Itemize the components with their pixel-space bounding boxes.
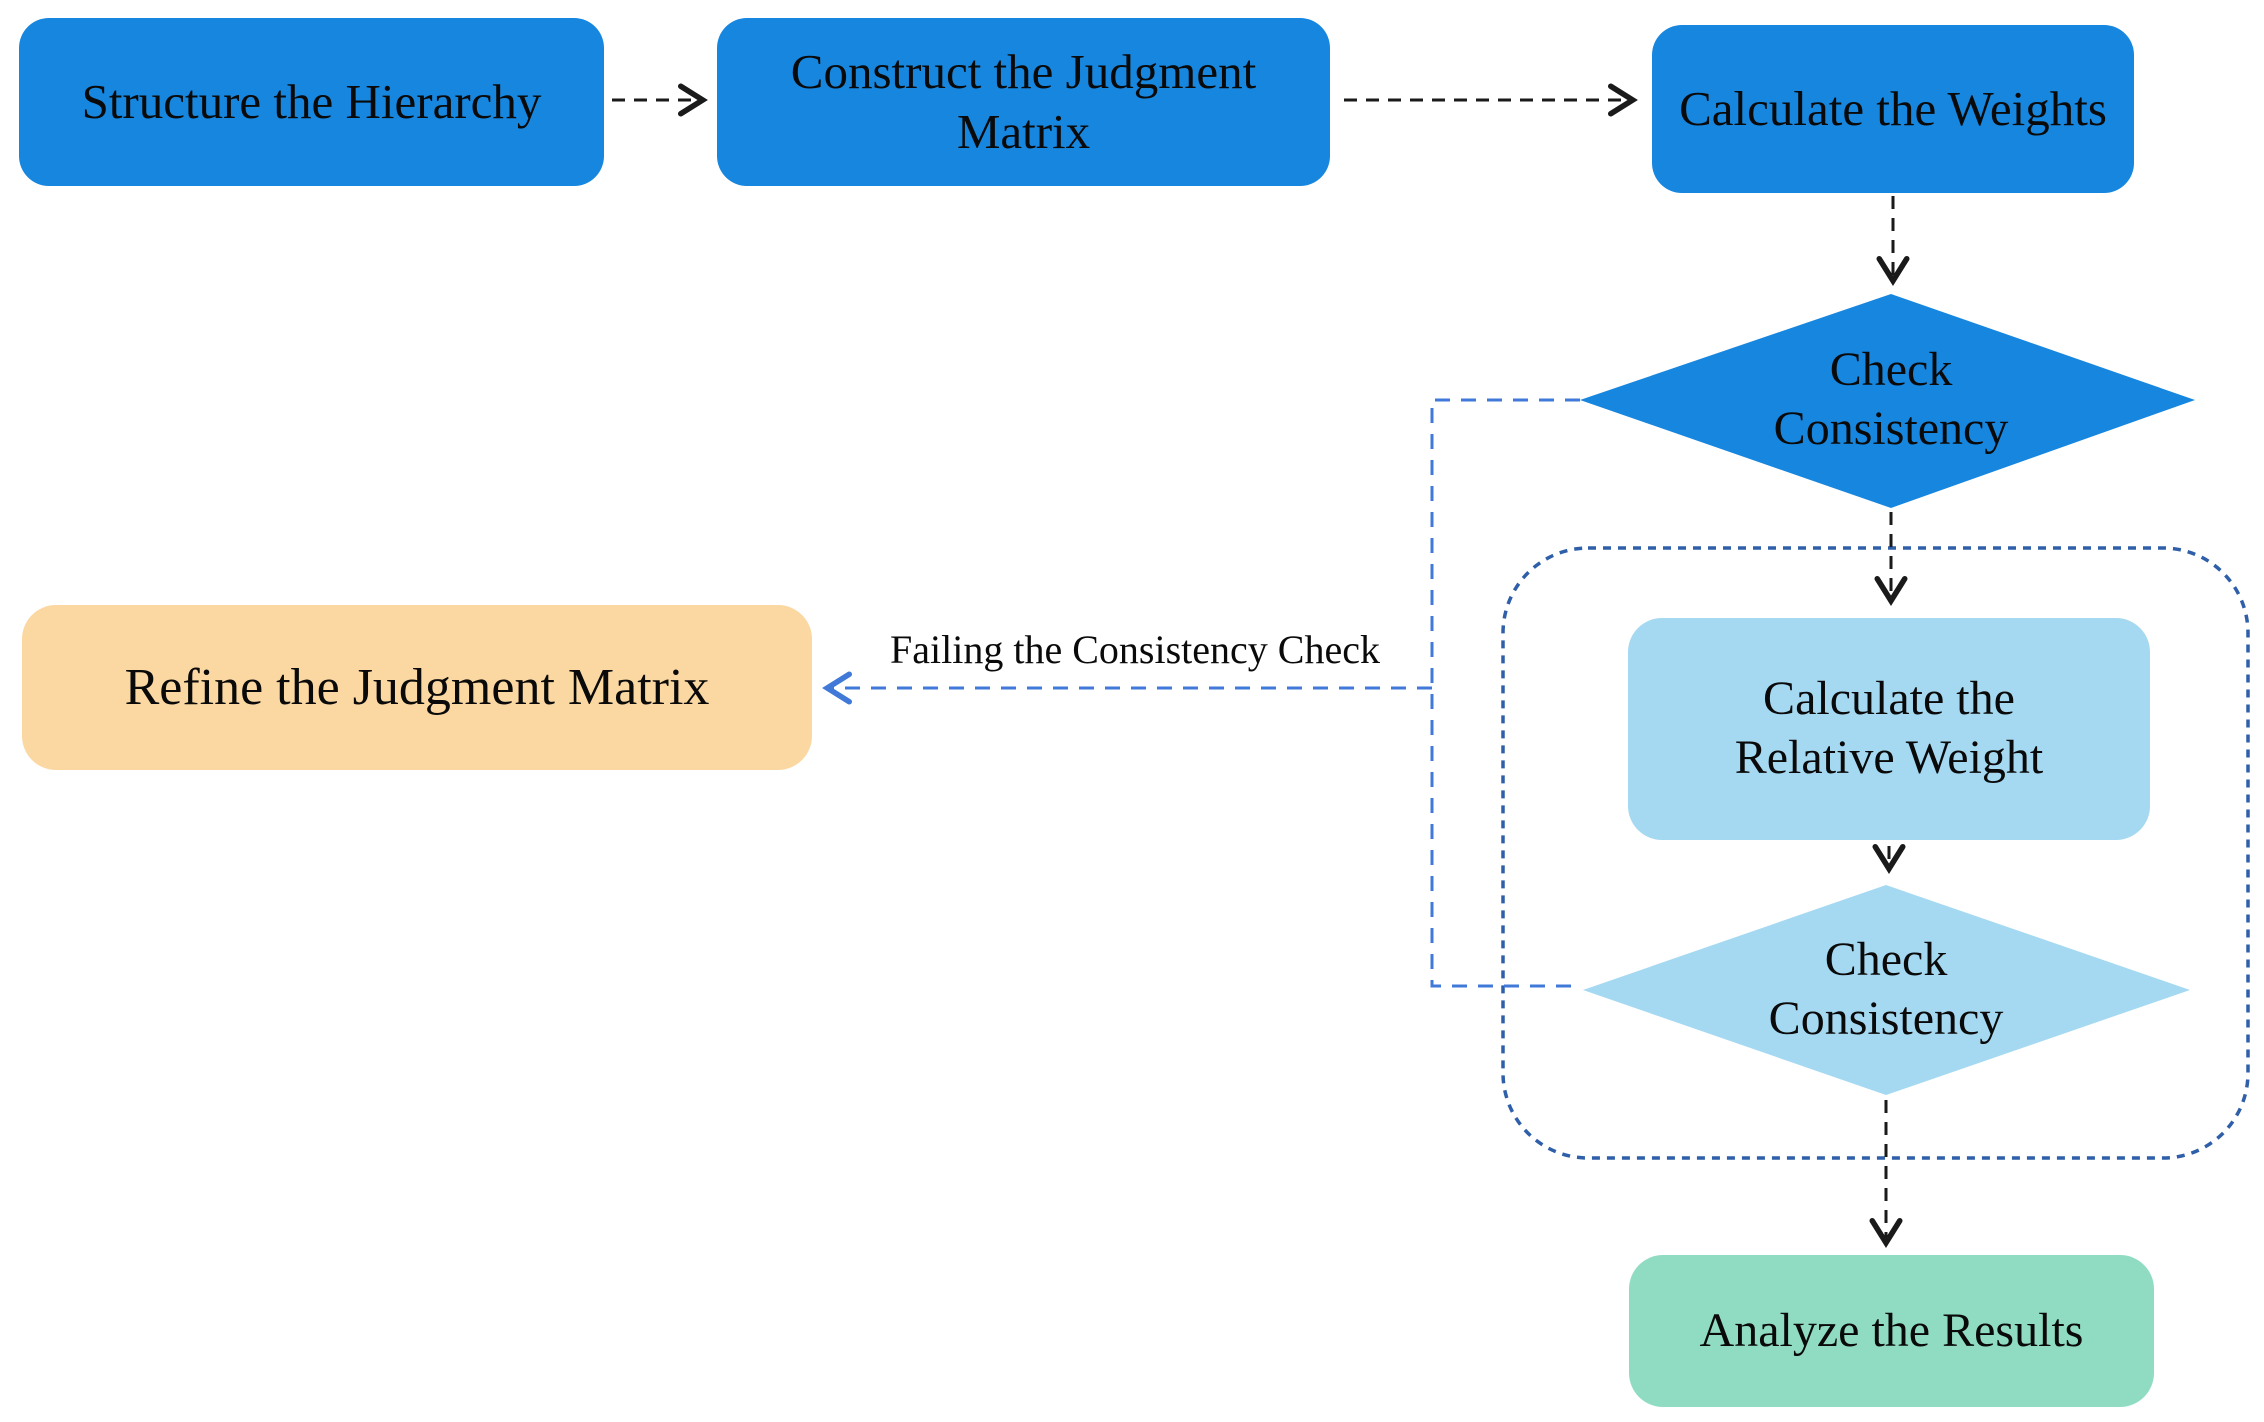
node-label: Refine the Judgment Matrix bbox=[124, 658, 710, 716]
fail-loop-connector bbox=[1430, 398, 1580, 988]
node-label-line: Consistency bbox=[1773, 402, 2009, 455]
node-refine-judgment-matrix: Refine the Judgment Matrix bbox=[22, 605, 812, 770]
node-calculate-relative-weight: Calculate the Relative Weight bbox=[1628, 618, 2150, 840]
node-analyze-the-results: Analyze the Results bbox=[1629, 1255, 2154, 1407]
node-label-line: Relative Weight bbox=[1734, 731, 2044, 784]
node-label: Calculate the Weights bbox=[1679, 81, 2107, 137]
node-structure-the-hierarchy: Structure the Hierarchy bbox=[19, 18, 604, 186]
failing-consistency-edge-label: Failing the Consistency Check bbox=[890, 627, 1380, 672]
node-label-line: Check bbox=[1829, 343, 1953, 397]
node-label-line: Consistency bbox=[1768, 992, 2004, 1045]
node-label: Analyze the Results bbox=[1699, 1303, 2084, 1357]
node-label-line: Construct the Judgment bbox=[790, 44, 1257, 100]
node-label-line: Check bbox=[1824, 933, 1948, 987]
node-label-line: Calculate the bbox=[1763, 672, 2015, 726]
node-check-consistency-lower-label: Check Consistency bbox=[1636, 895, 2136, 1085]
node-calculate-the-weights: Calculate the Weights bbox=[1652, 25, 2134, 193]
upper-check-consistency-diamond bbox=[1580, 294, 2195, 508]
iteration-loop-dashed-border bbox=[1501, 546, 2250, 1160]
node-check-consistency-upper-label: Check Consistency bbox=[1641, 305, 2141, 495]
lower-check-consistency-diamond bbox=[1583, 885, 2190, 1095]
node-label: Structure the Hierarchy bbox=[81, 74, 542, 130]
node-label-line: Matrix bbox=[956, 104, 1091, 159]
node-construct-judgment-matrix: Construct the Judgment Matrix bbox=[717, 18, 1330, 186]
